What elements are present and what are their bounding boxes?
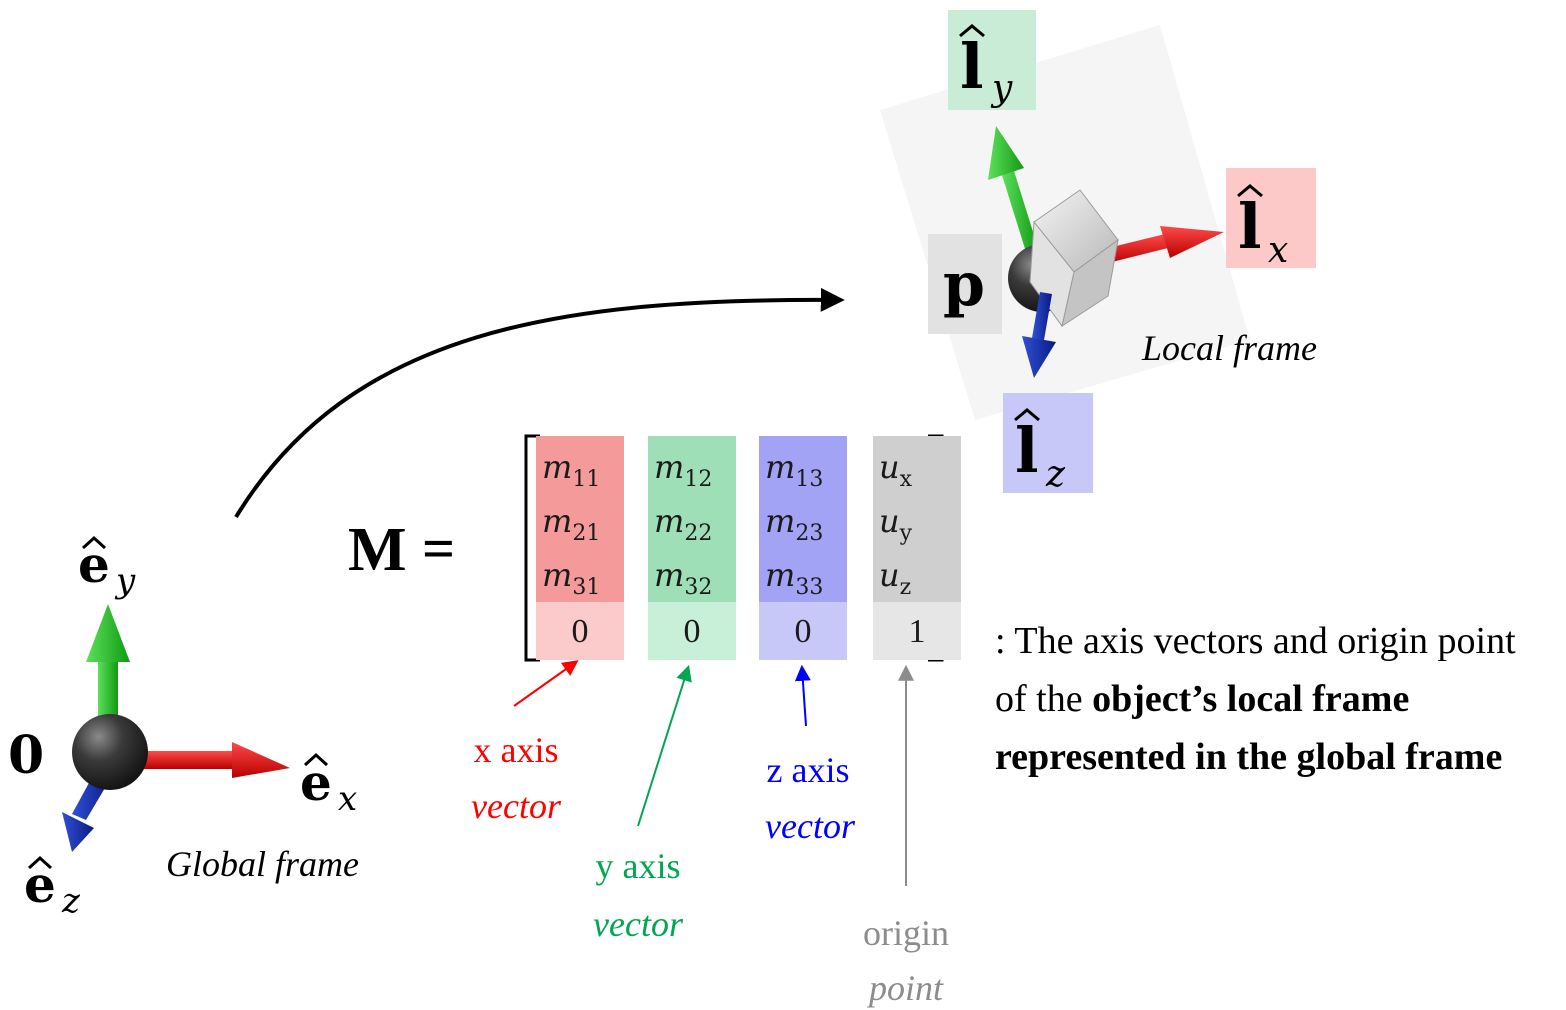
svg-text:z axis: z axis <box>767 750 850 790</box>
matrix-cell-bottom: 1 <box>909 613 926 650</box>
matrix-columns: m11 m21 m31 0 m12 m22 m32 0 m13 m23 m33 0 ux uy uz 1 <box>536 436 961 660</box>
x-axis-label: x axis vector <box>471 730 562 826</box>
local-frame-caption: Local frame <box>1141 328 1317 368</box>
local-x-axis-arrow <box>1100 226 1224 264</box>
transform-arc-arrow <box>234 287 845 519</box>
description-bold: object’s local frame represented in the … <box>995 678 1503 778</box>
svg-text:y axis: y axis <box>596 846 681 886</box>
matrix-cell: m33 <box>765 556 823 600</box>
local-y-axis-arrow <box>988 126 1038 252</box>
matrix-column-bottom-bg <box>873 602 961 660</box>
global-origin-label: 0 <box>8 725 44 786</box>
global-frame: 0 e x e y e z Global frame <box>8 535 359 921</box>
global-x-axis-label: e x <box>300 752 357 819</box>
origin-label: origin point <box>863 913 949 1008</box>
matrix-column-3: m13 m23 m33 0 <box>759 436 847 660</box>
matrix-cell: m11 <box>542 448 600 492</box>
matrix-cell: uz <box>879 556 911 600</box>
matrix-cell: m13 <box>765 448 823 492</box>
z-axis-pointer-arrow <box>794 664 811 727</box>
matrix-cell: m31 <box>542 556 600 600</box>
matrix-column-4: ux uy uz 1 <box>873 436 961 660</box>
matrix-cell-bottom: 0 <box>684 613 701 650</box>
description-box: : The axis vectors and origin point of t… <box>995 620 1516 778</box>
svg-text:x: x <box>338 779 357 819</box>
local-frame: p l y l x l z Local frame <box>880 10 1317 495</box>
matrix-column-bg <box>536 436 624 602</box>
matrix-cell-bottom: 0 <box>795 613 812 650</box>
matrix-cell-bottom: 0 <box>572 613 589 650</box>
svg-text:vector: vector <box>765 806 856 846</box>
matrix-column-bg <box>648 436 736 602</box>
svg-text:vector: vector <box>471 786 562 826</box>
local-z-axis-arrow <box>1022 292 1056 378</box>
matrix-cell: m23 <box>765 502 823 546</box>
matrix-column-bottom-bg <box>759 602 847 660</box>
description-prefix: : The axis vectors and origin point of t… <box>995 620 1516 720</box>
svg-text:e: e <box>300 753 332 812</box>
global-y-axis-label: e y <box>78 535 136 601</box>
matrix-name: M <box>348 516 407 584</box>
svg-text:x axis: x axis <box>474 730 559 770</box>
local-object-box <box>1029 189 1119 328</box>
matrix-column-bottom-bg <box>648 602 736 660</box>
matrix-column-bg <box>759 436 847 602</box>
global-z-axis-label: e z <box>24 855 81 921</box>
matrix-cell: ux <box>879 448 913 492</box>
svg-text:l: l <box>960 30 984 103</box>
matrix-column-bg <box>873 436 961 602</box>
svg-text:z: z <box>1045 454 1066 495</box>
x-axis-pointer-arrow <box>513 660 579 707</box>
local-y-axis-label: l y <box>948 10 1036 110</box>
y-axis-label: y axis vector <box>593 846 684 944</box>
column-annotations: x axis vector y axis vector z axis vecto… <box>471 660 949 1008</box>
svg-text:vector: vector <box>593 904 684 944</box>
svg-text:y: y <box>114 561 136 601</box>
matrix-cell: m32 <box>654 556 712 600</box>
local-z-axis-label: l z <box>1003 393 1093 495</box>
z-axis-label: z axis vector <box>765 750 856 846</box>
svg-text:l: l <box>1238 190 1262 263</box>
matrix-column-1: m11 m21 m31 0 <box>536 436 624 660</box>
matrix-left-bracket <box>524 434 540 662</box>
matrix-cell: uy <box>879 502 913 546</box>
matrix-column-2: m12 m22 m32 0 <box>648 436 736 660</box>
matrix-column-bottom-bg <box>536 602 624 660</box>
local-origin-label-bg <box>928 234 1002 334</box>
matrix-equation: M = m11 m21 m31 0 m12 m22 m32 0 m13 m23 m33 0 ux uy uz… <box>348 434 961 662</box>
global-frame-caption: Global frame <box>166 844 359 884</box>
svg-text:point: point <box>866 968 944 1008</box>
svg-text:origin: origin <box>863 913 949 953</box>
global-x-axis-arrow <box>130 742 290 778</box>
matrix-cell: m21 <box>542 502 600 546</box>
y-axis-pointer-arrow <box>637 664 692 827</box>
local-origin-label: p <box>943 250 985 320</box>
svg-text:z: z <box>61 881 81 921</box>
local-x-axis-label: l x <box>1226 168 1316 271</box>
svg-text:e: e <box>78 535 110 594</box>
matrix-cell: m12 <box>654 448 712 492</box>
global-origin-sphere <box>72 714 148 790</box>
matrix-equals: = <box>422 516 455 581</box>
svg-text:e: e <box>24 855 56 914</box>
svg-text:y: y <box>990 68 1013 109</box>
svg-text:x: x <box>1268 230 1288 271</box>
svg-text:l: l <box>1015 414 1039 487</box>
matrix-cell: m22 <box>654 502 712 546</box>
